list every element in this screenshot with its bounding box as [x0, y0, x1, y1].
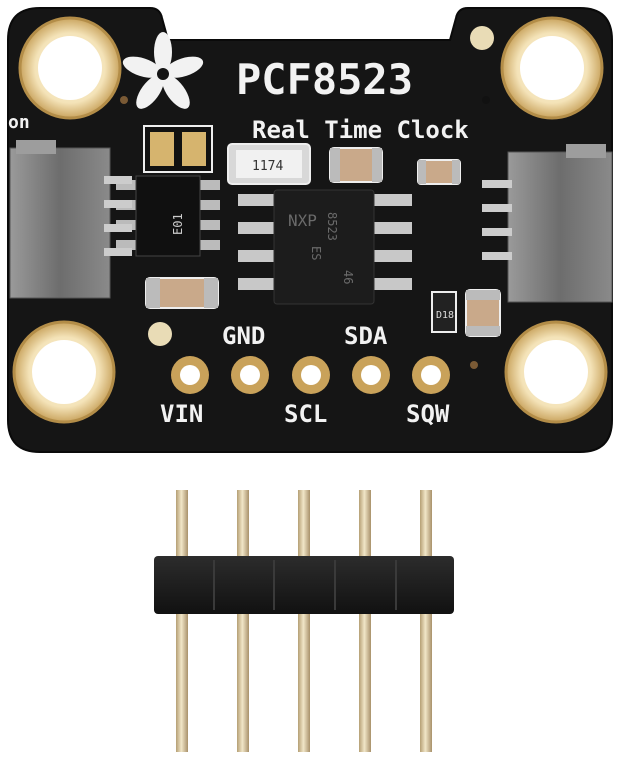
pin-label-vin: VIN	[160, 400, 203, 428]
header-pad-sqw	[412, 356, 450, 394]
solder-jumper	[143, 125, 213, 173]
diode-marking: D18	[436, 310, 454, 321]
header-pad-scl	[292, 356, 330, 394]
small-ic-marking: E01	[171, 213, 185, 235]
crystal-marking: 1174	[252, 159, 283, 174]
chip-marking-batch: 46	[341, 270, 355, 284]
pin-label-scl: SCL	[284, 400, 327, 428]
pcb-board: PCF8523 Real Time Clock on 1174	[7, 7, 613, 453]
header-plastic	[154, 556, 454, 614]
header-pad-gnd	[231, 356, 269, 394]
header-pin	[359, 490, 371, 752]
board-subtitle: Real Time Clock	[252, 116, 469, 144]
header-pin	[420, 490, 432, 752]
adafruit-flower-logo-icon	[122, 32, 204, 109]
header-pad-vin	[171, 356, 209, 394]
capacitor	[329, 147, 383, 183]
pin-label-sqw: SQW	[406, 400, 450, 428]
pin-header	[154, 490, 454, 752]
mounting-hole	[18, 16, 122, 120]
header-pin	[298, 490, 310, 752]
rtc-chip: NXP 8523 ES 46	[238, 189, 412, 305]
chip-marking-brand: NXP	[288, 211, 317, 230]
board-title: PCF8523	[236, 55, 413, 104]
header-pad-sda	[352, 356, 390, 394]
header-pin	[176, 490, 188, 752]
mounting-hole	[12, 320, 116, 424]
fiducial-pad	[148, 322, 172, 346]
stemma-connector-right	[482, 144, 613, 303]
crystal-oscillator: 1174	[227, 143, 311, 185]
via	[470, 361, 478, 369]
status-diode: D18	[431, 291, 457, 333]
edge-label: on	[8, 112, 30, 133]
stemma-connector-left	[9, 140, 132, 299]
capacitor	[465, 289, 501, 337]
mounting-hole	[504, 320, 608, 424]
header-pin	[237, 490, 249, 752]
via	[120, 96, 128, 104]
capacitor	[145, 277, 219, 309]
mounting-hole	[500, 16, 604, 120]
via	[482, 96, 490, 104]
pin-label-gnd: GND	[222, 322, 265, 350]
capacitor	[417, 159, 461, 185]
fiducial-pad	[470, 26, 494, 50]
pin-label-sda: SDA	[344, 322, 388, 350]
chip-marking-part: 8523	[325, 212, 339, 241]
chip-marking-code: ES	[309, 246, 323, 260]
